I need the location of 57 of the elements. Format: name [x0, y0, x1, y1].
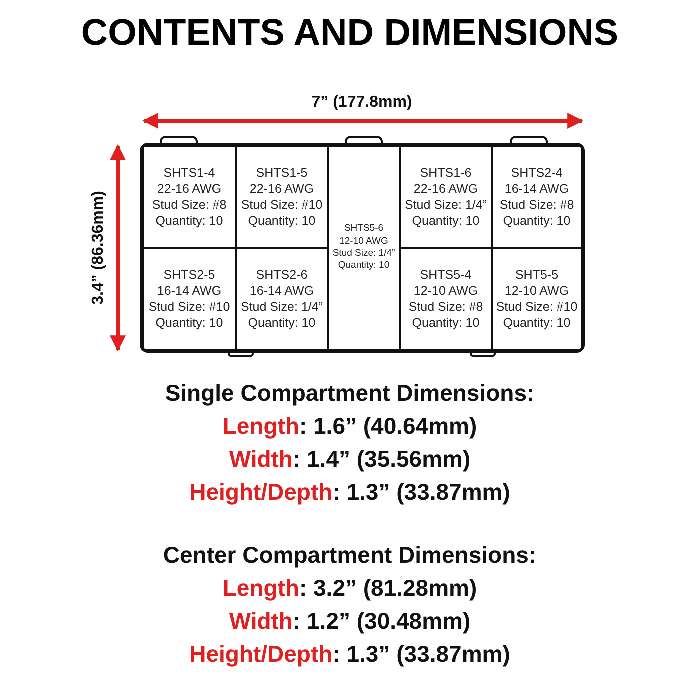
quantity: Quantity: 10 — [248, 315, 316, 332]
compartment — [143, 146, 236, 248]
compartment-case — [140, 143, 585, 353]
compartment — [400, 146, 492, 248]
dimension-spec: Length: 3.2” (81.28mm) — [222, 575, 478, 602]
dimension-spec: Width: 1.2” (30.48mm) — [228, 608, 472, 635]
part-number: SHTS5-4 — [420, 266, 472, 283]
compartment — [492, 146, 582, 248]
dimension-label: 3.4” (86.36mm) — [90, 191, 108, 305]
compartment — [236, 248, 328, 350]
wire-gauge: 12-10 AWG — [340, 236, 388, 248]
dimension-spec: Height/Depth: 1.3” (33.87mm) — [188, 479, 512, 506]
title: CONTENTS AND DIMENSIONS — [80, 12, 620, 54]
part-number: SHT5-5 — [515, 266, 559, 283]
quantity: Quantity: 10 — [156, 315, 224, 332]
stud-size: Stud Size: #8 — [152, 197, 227, 214]
quantity: Quantity: 10 — [338, 260, 390, 273]
part-number: SHTS5-6 — [344, 223, 384, 236]
stud-size: Stud Size: 1/4” — [241, 299, 323, 316]
wire-gauge: 12-10 AWG — [504, 282, 570, 299]
section-heading: Center Compartment Dimensions: — [162, 542, 538, 569]
quantity: Quantity: 10 — [156, 213, 224, 230]
stud-size: Stud Size: #10 — [241, 197, 323, 214]
part-number: SHTS1-6 — [420, 164, 472, 181]
compartment — [143, 248, 236, 350]
compartment — [492, 248, 582, 350]
wire-gauge: 16-14 AWG — [504, 180, 570, 197]
quantity: Quantity: 10 — [412, 315, 480, 332]
section-heading: Single Compartment Dimensions: — [164, 380, 536, 407]
wire-gauge: 12-10 AWG — [414, 282, 478, 299]
stud-size: Stud Size: #10 — [148, 299, 230, 316]
dimension-label: 7” (177.8mm) — [312, 94, 412, 112]
stud-size: Stud Size: #8 — [500, 197, 574, 214]
wire-gauge: 22-16 AWG — [250, 180, 314, 197]
quantity: Quantity: 10 — [503, 315, 571, 332]
dimension-spec: Width: 1.4” (35.56mm) — [228, 446, 472, 473]
wire-gauge: 16-14 AWG — [250, 282, 314, 299]
wire-gauge: 22-16 AWG — [157, 180, 222, 197]
dimension-spec: Height/Depth: 1.3” (33.87mm) — [188, 641, 512, 668]
quantity: Quantity: 10 — [248, 213, 316, 230]
dimension-spec: Length: 1.6” (40.64mm) — [222, 413, 478, 440]
part-number: SHTS1-5 — [256, 164, 308, 181]
compartment — [236, 146, 328, 248]
wire-gauge: 16-14 AWG — [157, 282, 222, 299]
stud-size: Stud Size: 1/4” — [405, 197, 487, 214]
compartment — [328, 146, 400, 350]
part-number: SHTS1-4 — [164, 164, 216, 181]
part-number: SHTS2-6 — [256, 266, 308, 283]
quantity: Quantity: 10 — [412, 213, 480, 230]
stud-size: Stud Size: 1/4” — [332, 248, 396, 260]
compartment — [400, 248, 492, 350]
quantity: Quantity: 10 — [503, 213, 571, 230]
stud-size: Stud Size: #10 — [496, 299, 578, 316]
part-number: SHTS2-5 — [164, 266, 216, 283]
part-number: SHTS2-4 — [511, 164, 563, 181]
wire-gauge: 22-16 AWG — [414, 180, 478, 197]
stud-size: Stud Size: #8 — [408, 299, 484, 316]
